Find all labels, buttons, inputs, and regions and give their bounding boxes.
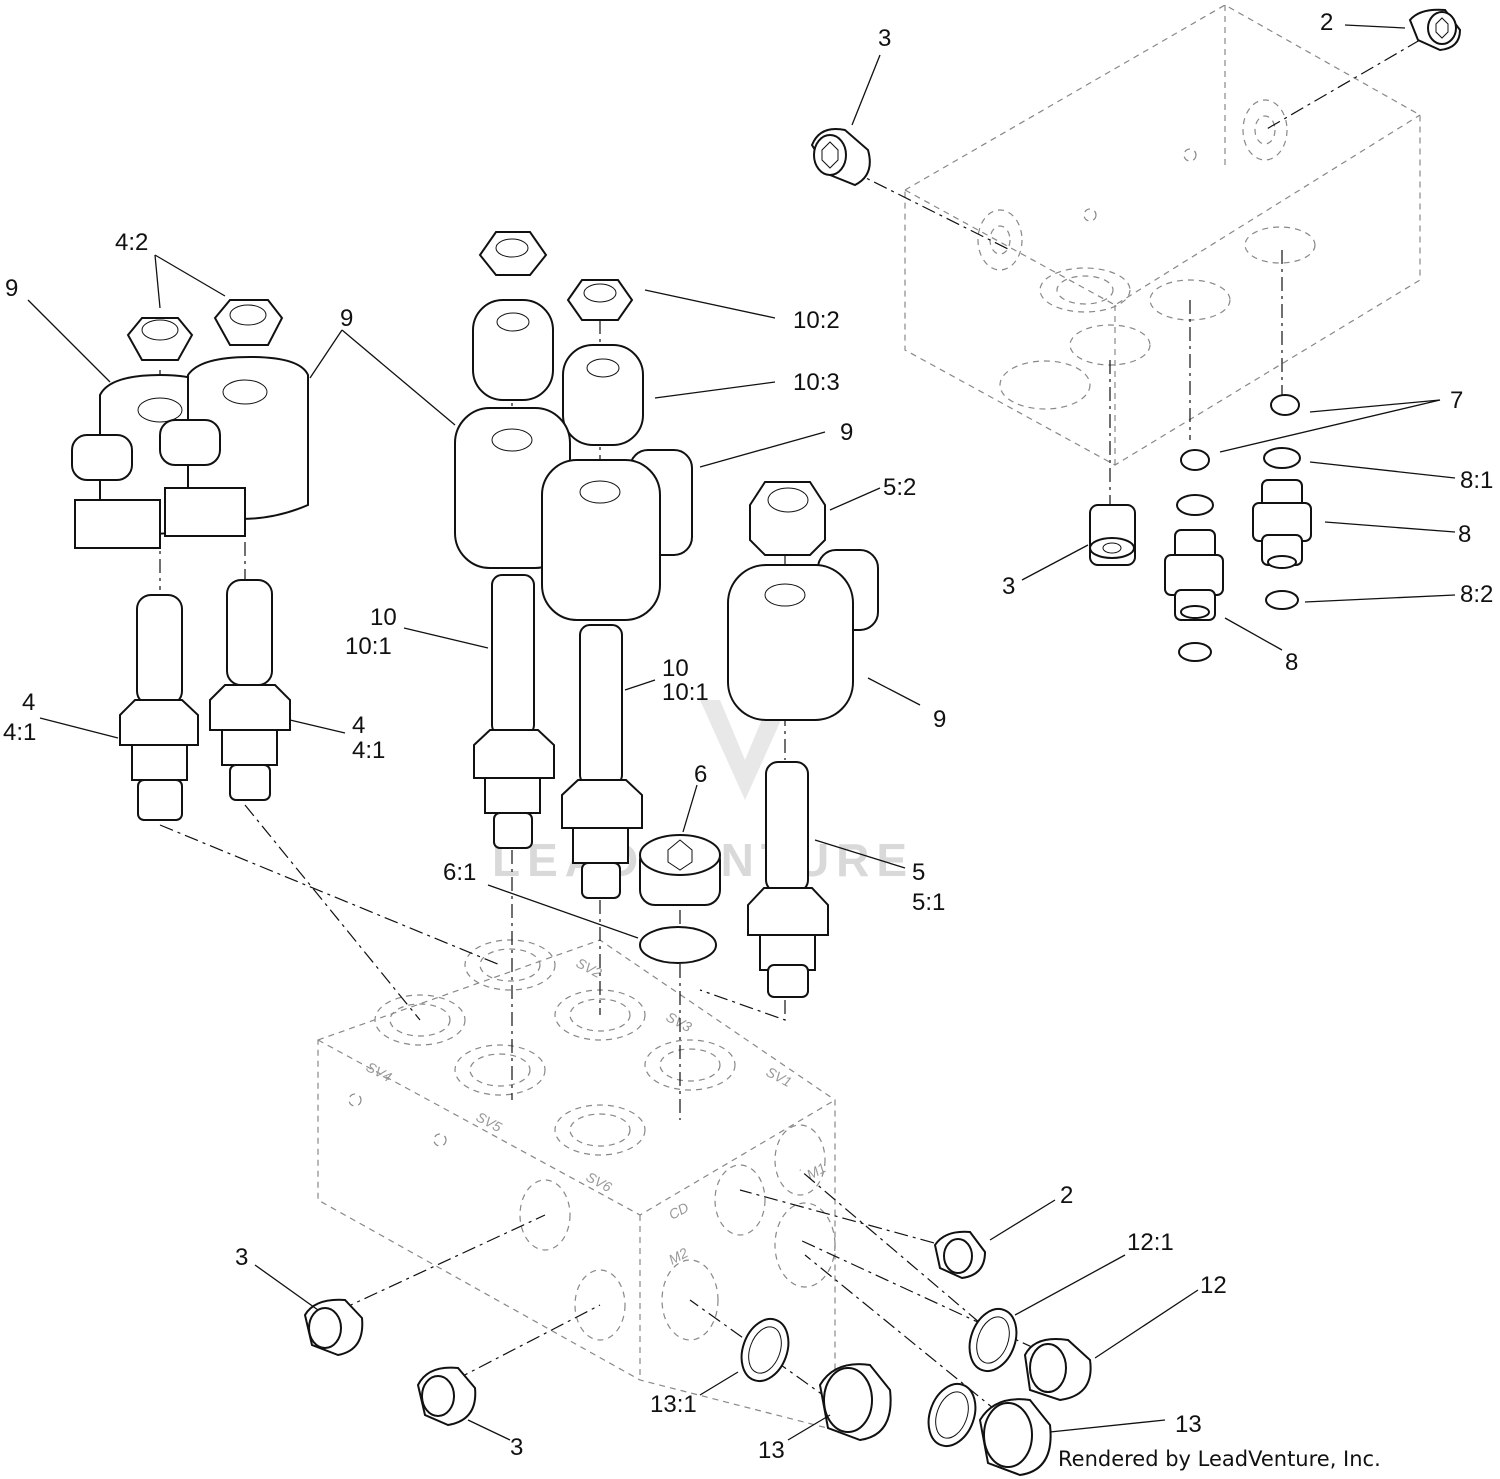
callout-9-left: 9	[5, 275, 18, 302]
callout-2-low: 2	[1060, 1182, 1073, 1209]
o-ring-13-1	[740, 1318, 790, 1382]
upper-manifold-block	[904, 4, 1421, 466]
port-label-sv1: SV1	[764, 1064, 795, 1091]
solenoid-coil-9-right	[727, 549, 879, 721]
solenoid-coil-9-center-b	[541, 449, 693, 621]
cartridge-valve-4-b	[209, 579, 291, 801]
callout-9-mid-1: 9	[340, 305, 353, 332]
cartridge-valve-4-a	[119, 594, 199, 821]
plug-3-bottom	[416, 1366, 477, 1427]
plug-3-right	[1089, 504, 1136, 566]
plug-2-low	[933, 1230, 987, 1280]
plug-2-top	[1408, 8, 1462, 52]
callout-8-2: 8:2	[1460, 581, 1493, 608]
callout-8-right: 8	[1458, 521, 1471, 548]
callout-13-right: 13	[1175, 1411, 1202, 1438]
callout-4-right: 4	[352, 712, 365, 739]
callout-6: 6	[694, 761, 707, 788]
spacer-10-3-b	[562, 344, 644, 446]
callout-12: 12	[1200, 1272, 1227, 1299]
nut-4-2-a	[126, 317, 194, 361]
cartridge-valve-10-a	[473, 574, 555, 849]
callout-10-1-a: 10:1	[345, 633, 392, 660]
check-valve-7	[1180, 394, 1300, 471]
callout-9-right: 9	[933, 706, 946, 733]
plug-3-left	[303, 1298, 364, 1357]
port-label-sv6: SV6	[584, 1169, 615, 1196]
port-label-sv5: SV5	[474, 1109, 505, 1136]
callout-2-top: 2	[1320, 9, 1333, 36]
fitting-8-b	[1252, 447, 1312, 610]
cartridge-valve-5	[747, 761, 829, 998]
port-label-m2: M2	[666, 1244, 691, 1267]
callout-10-b: 10	[662, 655, 689, 682]
callout-7: 7	[1450, 387, 1463, 414]
callout-5-1: 5:1	[912, 889, 945, 916]
port-label-sv4: SV4	[364, 1059, 395, 1086]
callout-10-a: 10	[370, 604, 397, 631]
plug-6	[639, 834, 721, 964]
callout-labels: 3 2 4:2 9 9 10:2 10:3 9 5:2 7 8:1 8 3 8:…	[3, 9, 1493, 1464]
assembly-centerlines	[159, 39, 1421, 1431]
callout-12-1: 12:1	[1127, 1229, 1174, 1256]
port-label-sv3: SV3	[664, 1009, 695, 1036]
callout-13-1: 13:1	[650, 1391, 697, 1418]
callout-9-mid-2: 9	[840, 419, 853, 446]
callout-8-1: 8:1	[1460, 467, 1493, 494]
nut-4-2-b	[213, 299, 284, 346]
port-labels: SV2 SV3 SV1 SV4 SV5 SV6 M1 M2 CD	[364, 955, 829, 1268]
callout-13-low: 13	[758, 1437, 785, 1464]
callout-3-top: 3	[878, 25, 891, 52]
callout-4-2: 4:2	[115, 229, 148, 256]
callout-3-right: 3	[1002, 573, 1015, 600]
callout-5: 5	[912, 859, 925, 886]
plug-13-low	[818, 1363, 892, 1442]
callout-10-1-b: 10:1	[662, 679, 709, 706]
leader-lines	[27, 24, 1456, 1441]
cartridge-valve-10-b	[561, 624, 643, 899]
nut-10-2-b	[566, 279, 634, 321]
plug-12	[1023, 1338, 1092, 1402]
callout-4-1-left: 4:1	[3, 719, 36, 746]
callout-8-low: 8	[1285, 649, 1298, 676]
rendered-by-credit: Rendered by LeadVenture, Inc.	[1058, 1447, 1381, 1471]
callout-4-left: 4	[22, 689, 35, 716]
callout-10-2: 10:2	[793, 307, 840, 334]
plug-13-right	[978, 1398, 1052, 1477]
callout-5-2: 5:2	[883, 474, 916, 501]
nut-10-2-a	[478, 231, 548, 276]
callout-4-1-right: 4:1	[352, 737, 385, 764]
o-ring-12-1	[968, 1308, 1018, 1372]
spacer-10-3-a	[472, 299, 554, 401]
fitting-8-a	[1164, 494, 1224, 662]
callout-6-1: 6:1	[443, 859, 476, 886]
callout-10-3: 10:3	[793, 369, 840, 396]
plug-3-top	[810, 128, 871, 187]
nut-5-2	[749, 481, 826, 556]
port-label-cd: CD	[666, 1199, 691, 1223]
callout-3-bottom: 3	[510, 1434, 523, 1461]
callout-3-left: 3	[235, 1244, 248, 1271]
solenoid-coil-9-left-b	[159, 355, 309, 537]
o-ring-13-1-b	[927, 1383, 977, 1447]
